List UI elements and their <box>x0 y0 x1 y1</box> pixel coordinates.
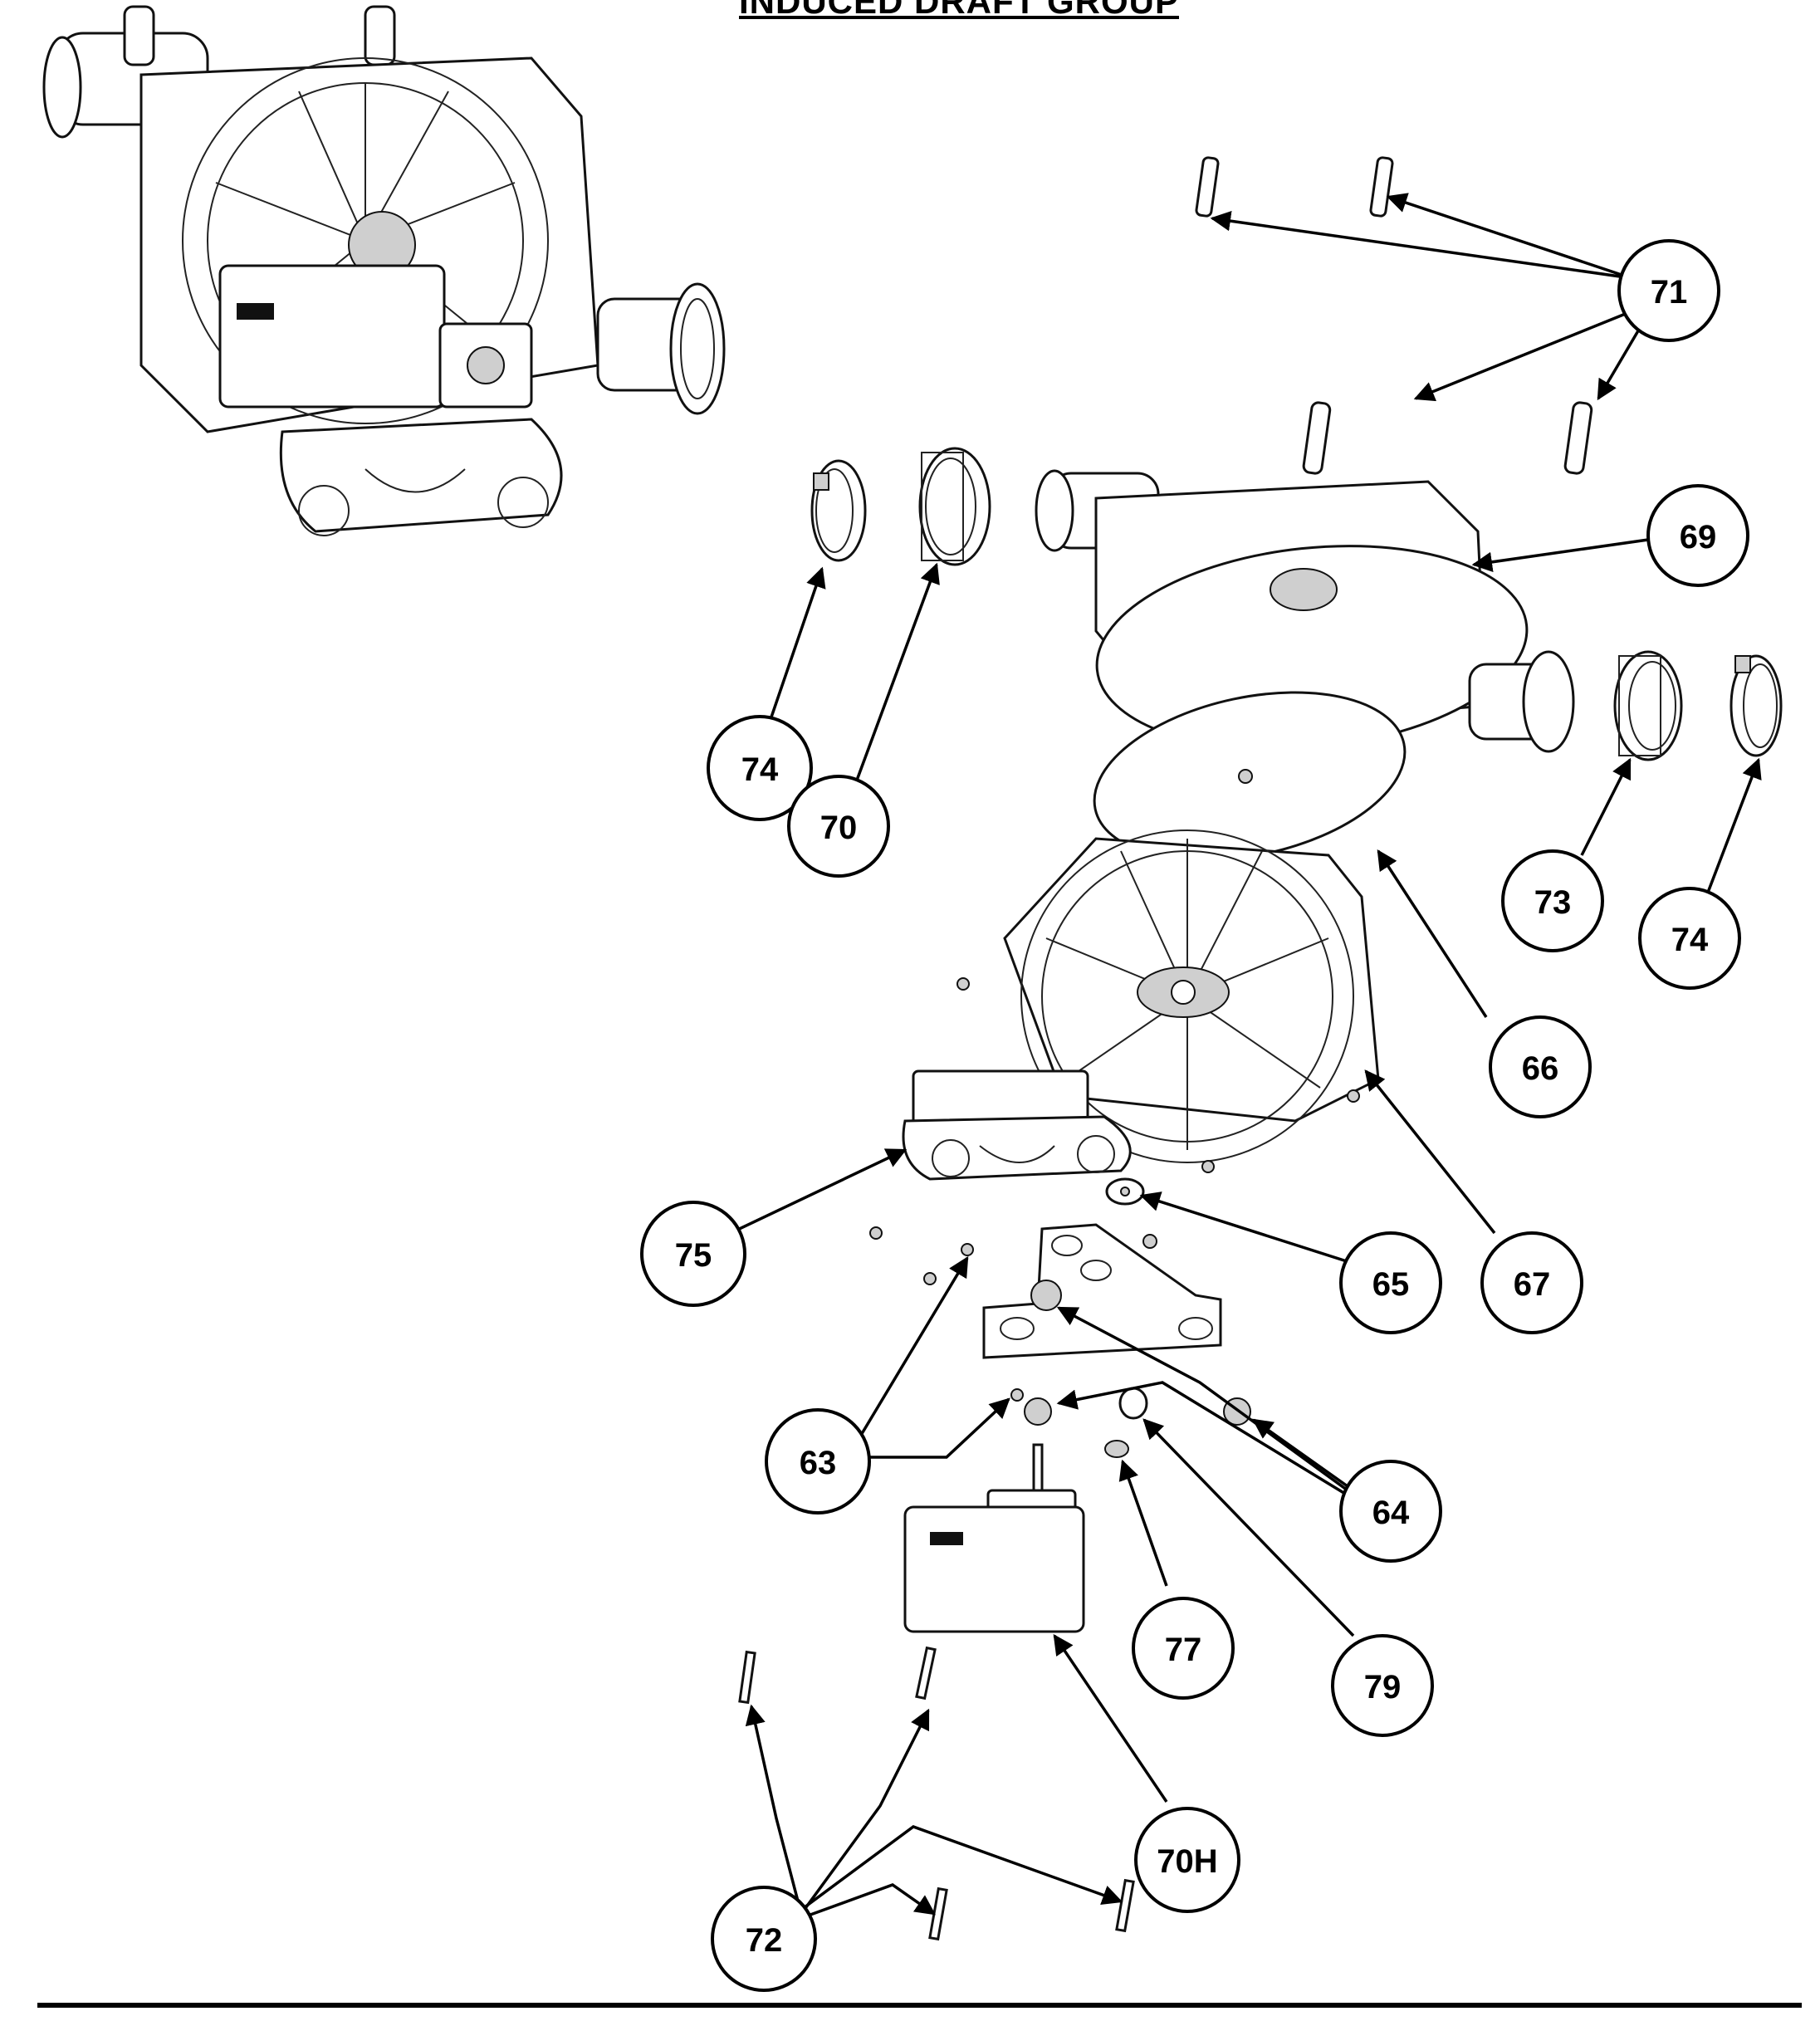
callout-66: 66 <box>1489 1015 1592 1118</box>
svg-text:77: 77 <box>1165 1632 1202 1668</box>
callout-79: 79 <box>1331 1634 1434 1737</box>
part-77 <box>1104 1440 1129 1458</box>
svg-text:70H: 70H <box>1157 1843 1217 1880</box>
coupling-left <box>918 447 991 566</box>
diagram-title: INDUCED DRAFT GROUP <box>739 0 1179 21</box>
blower-wheel-frame-67 <box>1003 829 1380 1163</box>
callout-71: 71 <box>1617 239 1720 342</box>
svg-text:70: 70 <box>820 810 858 846</box>
inducer-housing-69 <box>1035 469 1575 753</box>
svg-text:73: 73 <box>1534 884 1572 921</box>
callout-74-right: 74 <box>1638 887 1741 990</box>
coupling-right-73 <box>1613 650 1683 761</box>
motor-70H <box>903 1443 1085 1633</box>
svg-text:66: 66 <box>1522 1050 1559 1087</box>
callout-63: 63 <box>765 1408 871 1515</box>
pins-71 <box>1195 156 1593 475</box>
leader-lines <box>730 193 1762 1920</box>
screws-72 <box>738 1646 1135 1941</box>
motor-mounting-plate <box>982 1223 1222 1359</box>
svg-text:75: 75 <box>675 1237 712 1274</box>
svg-text:79: 79 <box>1364 1669 1402 1705</box>
part-79 <box>1118 1387 1148 1420</box>
small-fasteners <box>869 977 1360 1402</box>
svg-text:71: 71 <box>1651 274 1688 311</box>
callout-72: 72 <box>711 1886 817 1992</box>
callout-65: 65 <box>1339 1231 1442 1334</box>
hose-clamp-right <box>1729 654 1783 757</box>
hose-clamp-left <box>810 459 867 562</box>
callout-70: 70 <box>787 775 890 878</box>
callout-64: 64 <box>1339 1460 1442 1563</box>
callout-73: 73 <box>1501 849 1604 952</box>
svg-text:67: 67 <box>1514 1266 1551 1303</box>
callout-69: 69 <box>1646 484 1749 587</box>
svg-text:74: 74 <box>1671 922 1709 958</box>
svg-text:63: 63 <box>800 1445 837 1481</box>
svg-text:69: 69 <box>1680 519 1717 555</box>
motor-mount-75 <box>902 1069 1132 1181</box>
callout-77: 77 <box>1132 1597 1235 1700</box>
callout-75: 75 <box>640 1201 746 1307</box>
bracket-65 <box>1105 1177 1145 1206</box>
svg-text:65: 65 <box>1372 1266 1410 1303</box>
svg-text:72: 72 <box>746 1922 783 1959</box>
assembled-inducer-assembly <box>42 5 726 536</box>
svg-text:64: 64 <box>1372 1495 1410 1531</box>
svg-text:74: 74 <box>741 751 779 788</box>
callout-70H: 70H <box>1134 1807 1240 1913</box>
callout-67: 67 <box>1480 1231 1583 1334</box>
callout-74-left: 74 <box>707 715 813 821</box>
